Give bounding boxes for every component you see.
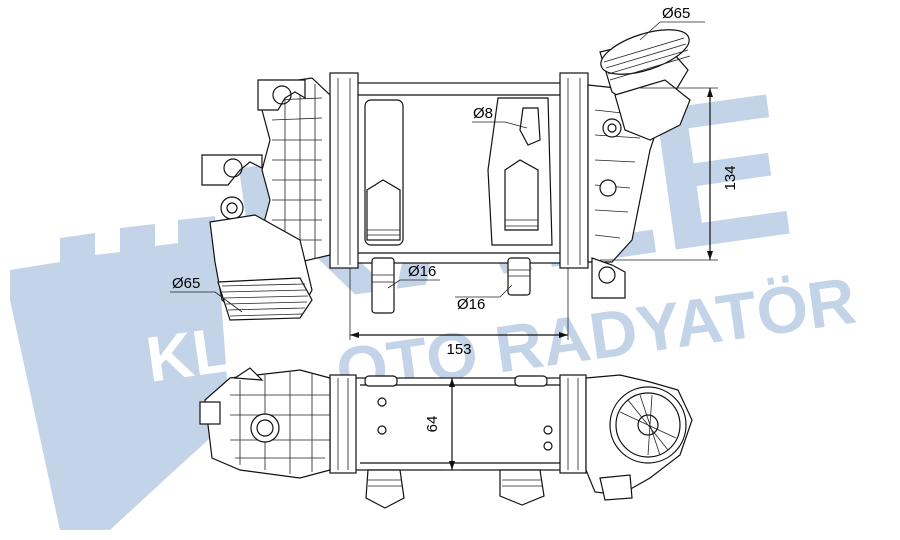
bottom-left-tank — [199, 367, 357, 479]
bottom-right-tank — [559, 374, 693, 501]
dim-small-pipe-dia: Ø8 — [472, 105, 528, 129]
dim-core-height-label: 134 — [722, 165, 739, 190]
dim-core-depth-label: 64 — [424, 416, 441, 433]
dim-pipe-a-dia-label: Ø16 — [408, 263, 436, 280]
dim-pipe-b-dia-label: Ø16 — [457, 296, 485, 313]
left-end-tank — [201, 72, 359, 269]
dim-core-height: 134 — [600, 87, 739, 261]
dim-core-width: 153 — [349, 268, 569, 358]
dim-left-inlet-dia: Ø65 — [170, 275, 243, 313]
dim-pipe-b-dia: Ø16 — [455, 284, 513, 313]
dim-top-outlet-dia-label: Ø65 — [662, 5, 690, 22]
dim-core-width-label: 153 — [446, 341, 471, 358]
dim-left-inlet-dia-label: Ø65 — [172, 275, 200, 292]
bottom-view: 64 — [199, 367, 693, 509]
bottom-pipe-stubs — [365, 469, 545, 509]
left-inlet-pipe — [209, 214, 313, 321]
dim-pipe-a-dia: Ø16 — [387, 263, 440, 289]
dim-core-depth: 64 — [424, 377, 460, 471]
top-outlet-pipe — [599, 29, 691, 141]
bottom-core-body — [344, 377, 574, 471]
dim-small-pipe-dia-label: Ø8 — [473, 105, 493, 122]
watermark-logo-letters: KL — [142, 313, 237, 396]
right-core-pipe — [487, 97, 553, 296]
left-core-pipe — [364, 99, 404, 314]
front-view: 134 153 Ø65 Ø65 Ø8 Ø16 — [170, 5, 739, 358]
watermark-logo-shape — [10, 216, 230, 530]
dim-top-outlet-dia: Ø65 — [639, 5, 705, 41]
